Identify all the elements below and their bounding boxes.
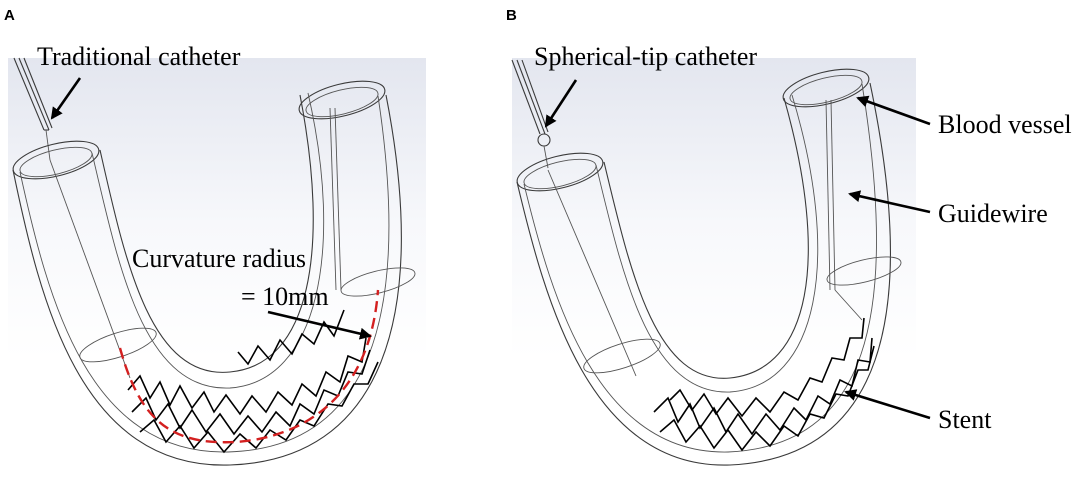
- curvature-radius-label-line1: Curvature radius: [132, 244, 306, 273]
- traditional-catheter-label: Traditional catheter: [37, 42, 241, 71]
- traditional-catheter: [13, 57, 53, 161]
- panel-a: A: [4, 7, 426, 466]
- guidewire-arrow: [848, 190, 931, 214]
- panel-b-letter: B: [506, 7, 517, 24]
- stent-arrow: [844, 389, 931, 420]
- spherical-tip-catheter-arrow: [544, 79, 578, 128]
- panel-b: B: [506, 7, 1072, 466]
- guidewire-label: Guidewire: [938, 199, 1048, 228]
- blood-vessel-a: [12, 80, 416, 466]
- spherical-tip-catheter: [511, 59, 551, 169]
- spherical-tip-catheter-label: Spherical-tip catheter: [534, 42, 757, 71]
- curvature-radius-arrow: [267, 310, 372, 340]
- panel-a-letter: A: [4, 7, 15, 24]
- curvature-radius-label-line2: = 10mm: [241, 282, 329, 311]
- panel-a-background: [8, 58, 426, 358]
- panel-b-background: [512, 58, 916, 358]
- blood-vessel-label: Blood vessel: [938, 110, 1072, 139]
- curvature-radius-marker: [118, 289, 380, 444]
- blood-vessel-b: [516, 68, 902, 466]
- traditional-catheter-arrow: [50, 77, 82, 120]
- blood-vessel-arrow: [856, 95, 931, 126]
- stent-label: Stent: [938, 405, 992, 434]
